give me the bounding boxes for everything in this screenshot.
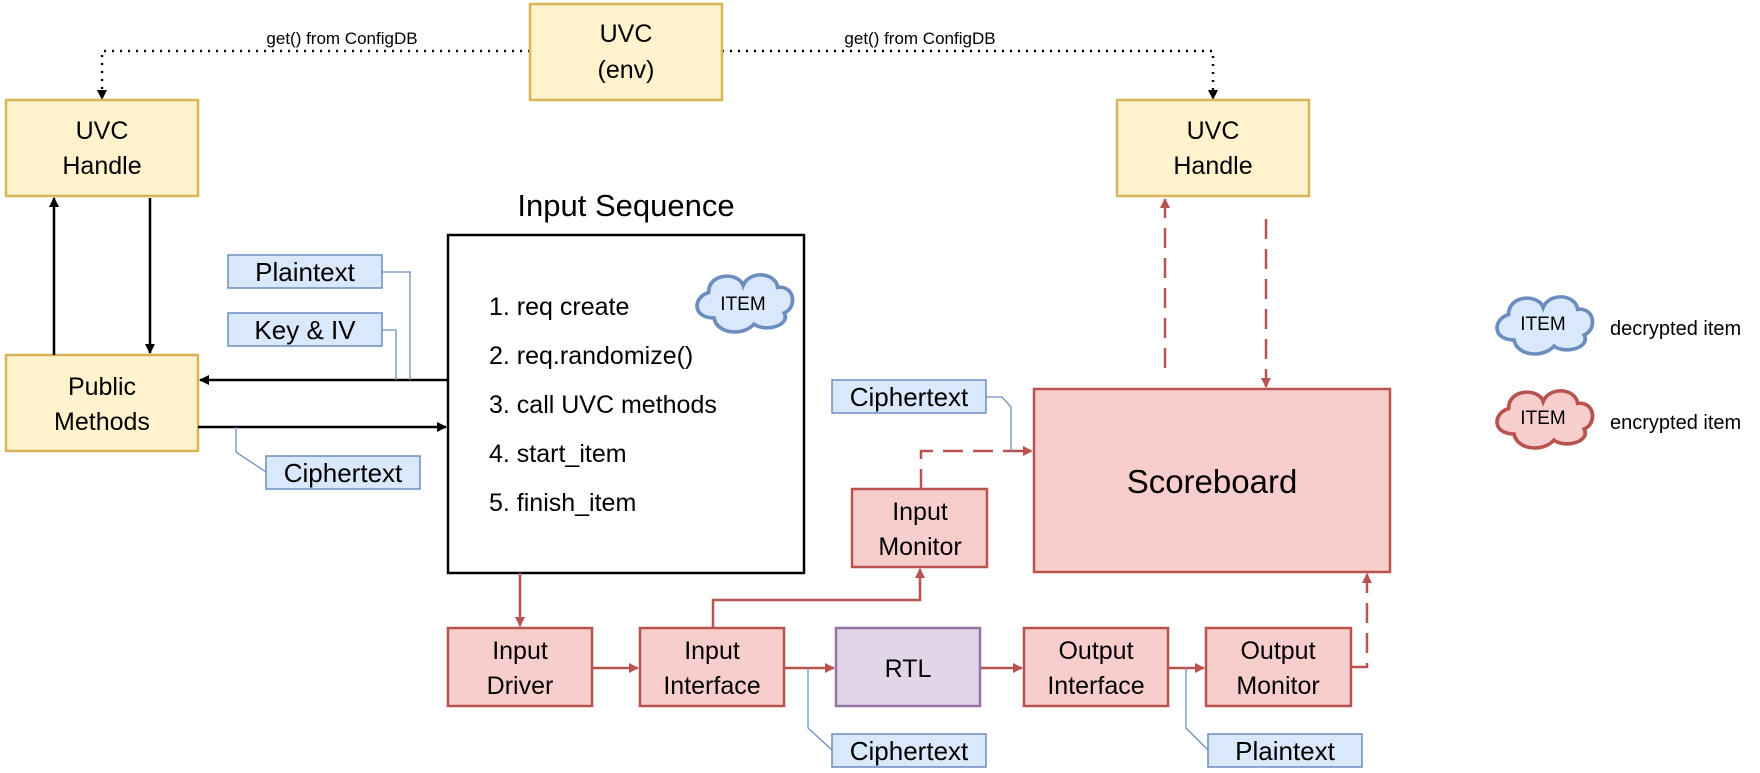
input-driver-line1: Input — [492, 637, 548, 665]
sequence-item-cloud-icon: ITEM — [695, 272, 795, 334]
output-interface-box[interactable]: Output Interface — [1022, 626, 1170, 708]
config-label-left: get() from ConfigDB — [266, 29, 417, 48]
input-monitor-line1: Input — [892, 498, 948, 526]
connector-plaintext-bottom — [1185, 668, 1209, 751]
dashed-monitor-to-scoreboard — [919, 446, 1033, 489]
label-ciphertext-left-text: Ciphertext — [284, 458, 403, 488]
output-monitor-line2: Monitor — [1236, 672, 1319, 700]
uvc-handle-right[interactable]: UVC Handle — [1115, 98, 1311, 198]
label-plaintext-bottom: Plaintext — [1207, 733, 1363, 768]
output-monitor-box[interactable]: Output Monitor — [1204, 626, 1353, 708]
legend-decrypted-cloud-label: ITEM — [1520, 314, 1565, 335]
legend-encrypted-cloud-label: ITEM — [1520, 408, 1565, 429]
sequence-step: 2. req.randomize() — [489, 342, 693, 370]
uvc-handle-right-line2: Handle — [1173, 152, 1252, 180]
label-plaintext-top: Plaintext — [227, 254, 383, 289]
uvc-env-line2: (env) — [598, 56, 655, 84]
scoreboard-label: Scoreboard — [1127, 463, 1298, 500]
label-ciphertext-left: Ciphertext — [265, 455, 421, 490]
rtl-box[interactable]: RTL — [834, 626, 982, 708]
output-monitor-line1: Output — [1240, 637, 1315, 665]
legend-encrypted-label: encrypted item — [1610, 412, 1741, 434]
connector-ciphertext-scoreboard — [986, 396, 1012, 451]
sequence-step: 1. req create — [489, 293, 629, 321]
label-plaintext-top-text: Plaintext — [255, 257, 355, 287]
public-methods-line2: Methods — [54, 408, 150, 436]
input-monitor-box[interactable]: Input Monitor — [850, 487, 989, 569]
label-plaintext-bottom-text: Plaintext — [1235, 736, 1335, 766]
dashed-output-monitor-to-scoreboard — [1351, 573, 1372, 669]
sequence-step: 5. finish_item — [489, 489, 636, 517]
input-monitor-line2: Monitor — [878, 533, 961, 561]
sequence-title: Input Sequence — [517, 188, 734, 223]
label-ciphertext-bottom-text: Ciphertext — [850, 736, 969, 766]
input-driver-box[interactable]: Input Driver — [446, 626, 594, 708]
uvc-handle-left-line1: UVC — [76, 117, 129, 145]
public-methods-line1: Public — [68, 373, 136, 401]
connector-ciphertext-left — [235, 427, 267, 473]
input-driver-line2: Driver — [487, 672, 554, 700]
sequence-item-cloud-label: ITEM — [720, 294, 765, 315]
label-ciphertext-bottom: Ciphertext — [831, 733, 987, 768]
connector-ciphertext-bottom — [807, 668, 833, 751]
rtl-label: RTL — [885, 655, 932, 683]
config-line-left — [97, 49, 530, 100]
scoreboard-box[interactable]: Scoreboard — [1032, 387, 1392, 574]
label-ciphertext-scoreboard-text: Ciphertext — [850, 382, 969, 412]
uvc-handle-left[interactable]: UVC Handle — [4, 98, 200, 198]
output-interface-line1: Output — [1058, 637, 1133, 665]
config-label-right: get() from ConfigDB — [844, 29, 995, 48]
uvc-env-box[interactable]: UVC (env) — [528, 2, 724, 102]
label-ciphertext-scoreboard: Ciphertext — [831, 379, 987, 414]
legend-decrypted-label: decrypted item — [1610, 318, 1741, 340]
input-interface-line1: Input — [684, 637, 740, 665]
arrow-interface-to-monitor — [711, 568, 925, 628]
legend-decrypted: ITEM decrypted item — [1495, 294, 1741, 356]
legend-encrypted: ITEM encrypted item — [1495, 388, 1741, 450]
uvc-handle-left-line2: Handle — [62, 152, 141, 180]
connector-plaintext-top — [382, 271, 411, 380]
input-interface-box[interactable]: Input Interface — [638, 626, 786, 708]
label-key-iv-text: Key & IV — [254, 315, 356, 345]
config-line-right — [722, 49, 1218, 100]
uvc-env-line1: UVC — [600, 20, 653, 48]
sequence-step: 4. start_item — [489, 440, 627, 468]
uvc-handle-right-line1: UVC — [1187, 117, 1240, 145]
public-methods-box[interactable]: Public Methods — [4, 353, 200, 453]
output-interface-line2: Interface — [1047, 672, 1144, 700]
sequence-step: 3. call UVC methods — [489, 391, 717, 419]
label-key-iv: Key & IV — [227, 312, 383, 347]
connector-key-iv — [382, 329, 397, 380]
input-interface-line2: Interface — [663, 672, 760, 700]
